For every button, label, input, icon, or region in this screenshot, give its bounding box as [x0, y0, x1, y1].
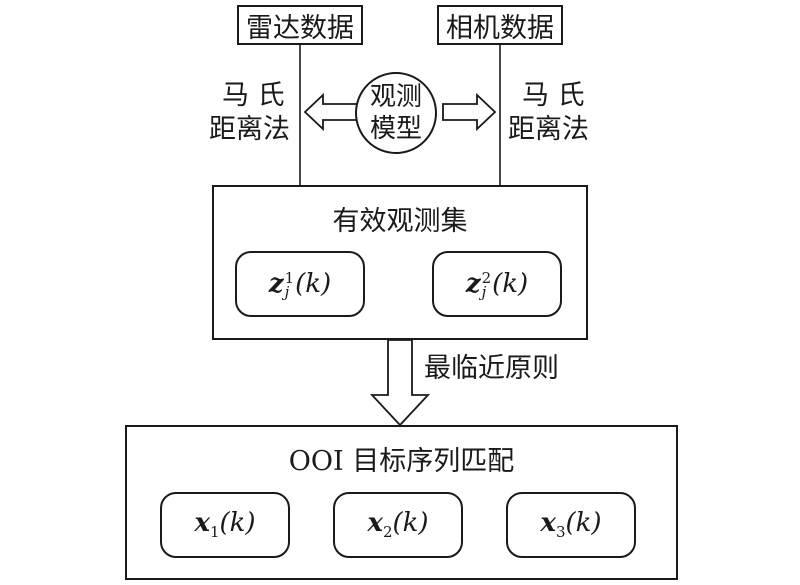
target-x2-box: x2(k)	[333, 492, 463, 558]
method-left-line1: 马 氏	[222, 80, 285, 111]
camera-data-label: 相机数据	[446, 12, 554, 44]
target-x3-label: x3(k)	[540, 508, 602, 542]
method-right-line2: 距离法	[508, 114, 589, 145]
observation-model-line1: 观测	[369, 82, 422, 112]
target-x2-label: x2(k)	[367, 508, 429, 542]
hollow-arrow-right	[442, 92, 497, 132]
camera-data-box: 相机数据	[437, 5, 563, 45]
nearest-rule-label: 最临近原则	[424, 353, 559, 384]
valid-observation-set-title: 有效观测集	[332, 206, 468, 237]
ooi-matching-title: OOI 目标序列匹配	[288, 446, 515, 477]
hollow-arrow-left	[303, 92, 358, 132]
target-x1-box: x1(k)	[160, 492, 290, 558]
observation-model-circle: 观测 模型	[355, 72, 437, 154]
method-right-line1: 马 氏	[522, 80, 585, 111]
radar-data-box: 雷达数据	[237, 5, 363, 45]
method-left-line2: 距离法	[209, 114, 290, 145]
hollow-arrow-down	[369, 339, 431, 427]
observation-model-line2: 模型	[369, 114, 422, 144]
target-x1-label: x1(k)	[194, 508, 256, 542]
target-x3-box: x3(k)	[506, 492, 636, 558]
radar-data-label: 雷达数据	[246, 12, 354, 44]
